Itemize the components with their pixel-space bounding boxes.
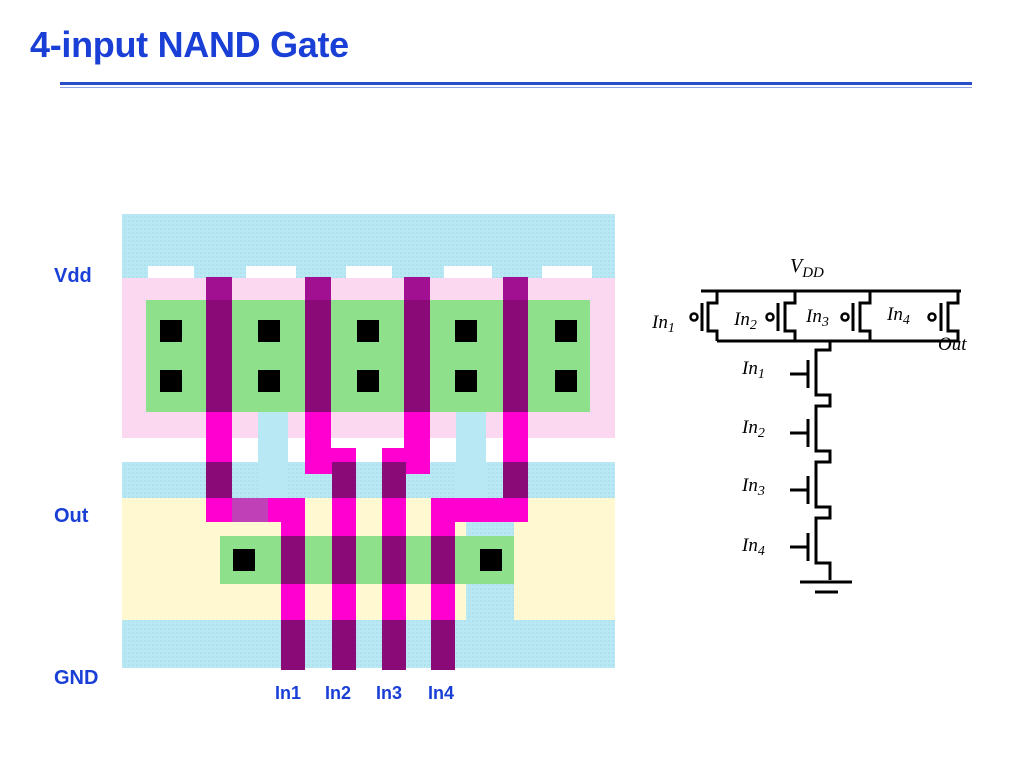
vdd-rail-label: Vdd <box>54 265 92 287</box>
out-rail-label: Out <box>54 505 89 527</box>
ground-icon <box>800 580 852 594</box>
pmos-3-input-label: In3 <box>805 306 829 330</box>
contact <box>480 549 502 571</box>
contact <box>455 370 477 392</box>
page-title: 4-input NAND Gate <box>30 24 349 65</box>
title-underline <box>60 82 972 85</box>
pmos-2 <box>765 291 797 341</box>
contact <box>455 320 477 342</box>
pmos-4-input-label: In4 <box>886 304 910 328</box>
nmos-4-input-label: In4 <box>741 535 765 559</box>
contacts <box>160 320 577 571</box>
input-label-in4: In4 <box>428 683 455 703</box>
pmos-3 <box>840 291 872 341</box>
input-label-in1: In1 <box>275 683 302 703</box>
contact <box>233 549 255 571</box>
contact <box>258 370 280 392</box>
pmos-1 <box>689 291 719 341</box>
contact <box>555 320 577 342</box>
contact <box>160 370 182 392</box>
gnd-rail-label: GND <box>54 667 99 689</box>
contact <box>258 320 280 342</box>
nmos-stack <box>790 341 832 580</box>
schematic <box>689 289 961 594</box>
vdd-label: VDD <box>790 255 824 281</box>
pmos-2-input-label: In2 <box>733 309 757 333</box>
contact <box>357 370 379 392</box>
input-label-in3: In3 <box>376 683 403 703</box>
title-underline-thin <box>60 87 972 88</box>
contact <box>357 320 379 342</box>
nmos-2-input-label: In2 <box>741 417 765 441</box>
poly-diff-overlap <box>206 277 528 670</box>
n-diffusion <box>220 536 514 584</box>
input-label-in2: In2 <box>325 683 352 703</box>
cell-layout <box>122 214 615 670</box>
out-label: Out <box>938 334 967 355</box>
contact <box>160 320 182 342</box>
contact <box>555 370 577 392</box>
nmos-1-input-label: In1 <box>741 358 765 382</box>
nmos-3-input-label: In3 <box>741 475 765 499</box>
pmos-1-input-label: In1 <box>651 312 675 336</box>
pmos-4 <box>927 291 960 341</box>
